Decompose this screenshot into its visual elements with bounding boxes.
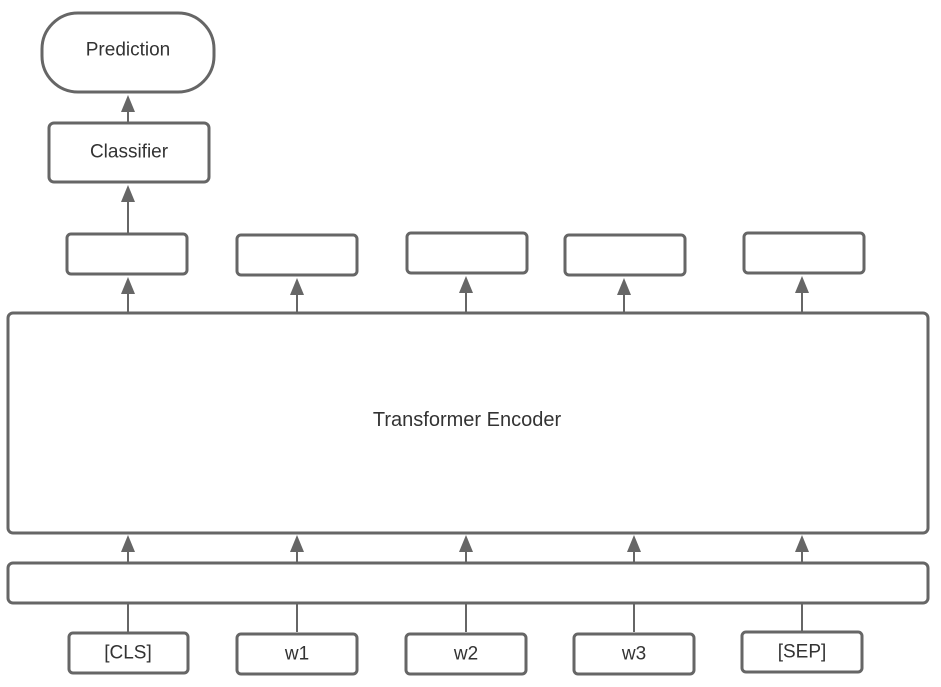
- output-box-5: [742, 231, 866, 275]
- arrowhead-encoder-in-3: [459, 535, 473, 552]
- arrowhead-output-5: [795, 276, 809, 293]
- token-label-w1: w1: [284, 644, 309, 665]
- token-box-w2: [404, 632, 528, 676]
- output-box-1: [65, 232, 189, 276]
- token-label-sep: [SEP]: [778, 642, 827, 663]
- arrowhead-output-1: [121, 277, 135, 294]
- token-box-w3: [572, 632, 696, 676]
- token-box-cls: [67, 631, 190, 675]
- prediction-label: Prediction: [86, 40, 171, 61]
- token-box-w1: [235, 632, 359, 676]
- token-label-w2: w2: [453, 644, 478, 665]
- arrowhead-prediction: [121, 95, 135, 112]
- transformer-encoder-label: Transformer Encoder: [373, 409, 562, 431]
- token-label-cls: [CLS]: [104, 643, 152, 664]
- output-box-2: [235, 233, 359, 277]
- arrowhead-output-4: [617, 278, 631, 295]
- arrowhead-encoder-in-1: [121, 535, 135, 552]
- transformer-encoder-node: [6, 311, 930, 535]
- arrowhead-output-3: [459, 276, 473, 293]
- arrowheads: [121, 95, 809, 552]
- arrowhead-encoder-in-2: [290, 535, 304, 552]
- output-box-4: [563, 233, 687, 277]
- classifier-node: [47, 121, 211, 184]
- arrowhead-encoder-in-5: [795, 535, 809, 552]
- embedding-bar: [6, 561, 930, 605]
- arrowhead-output-2: [290, 278, 304, 295]
- arrowhead-encoder-in-4: [627, 535, 641, 552]
- classifier-label: Classifier: [90, 142, 169, 163]
- prediction-node: [40, 11, 216, 94]
- output-box-3: [405, 231, 529, 275]
- token-label-w3: w3: [621, 644, 646, 665]
- arrowhead-classifier: [121, 185, 135, 202]
- token-box-sep: [740, 630, 864, 674]
